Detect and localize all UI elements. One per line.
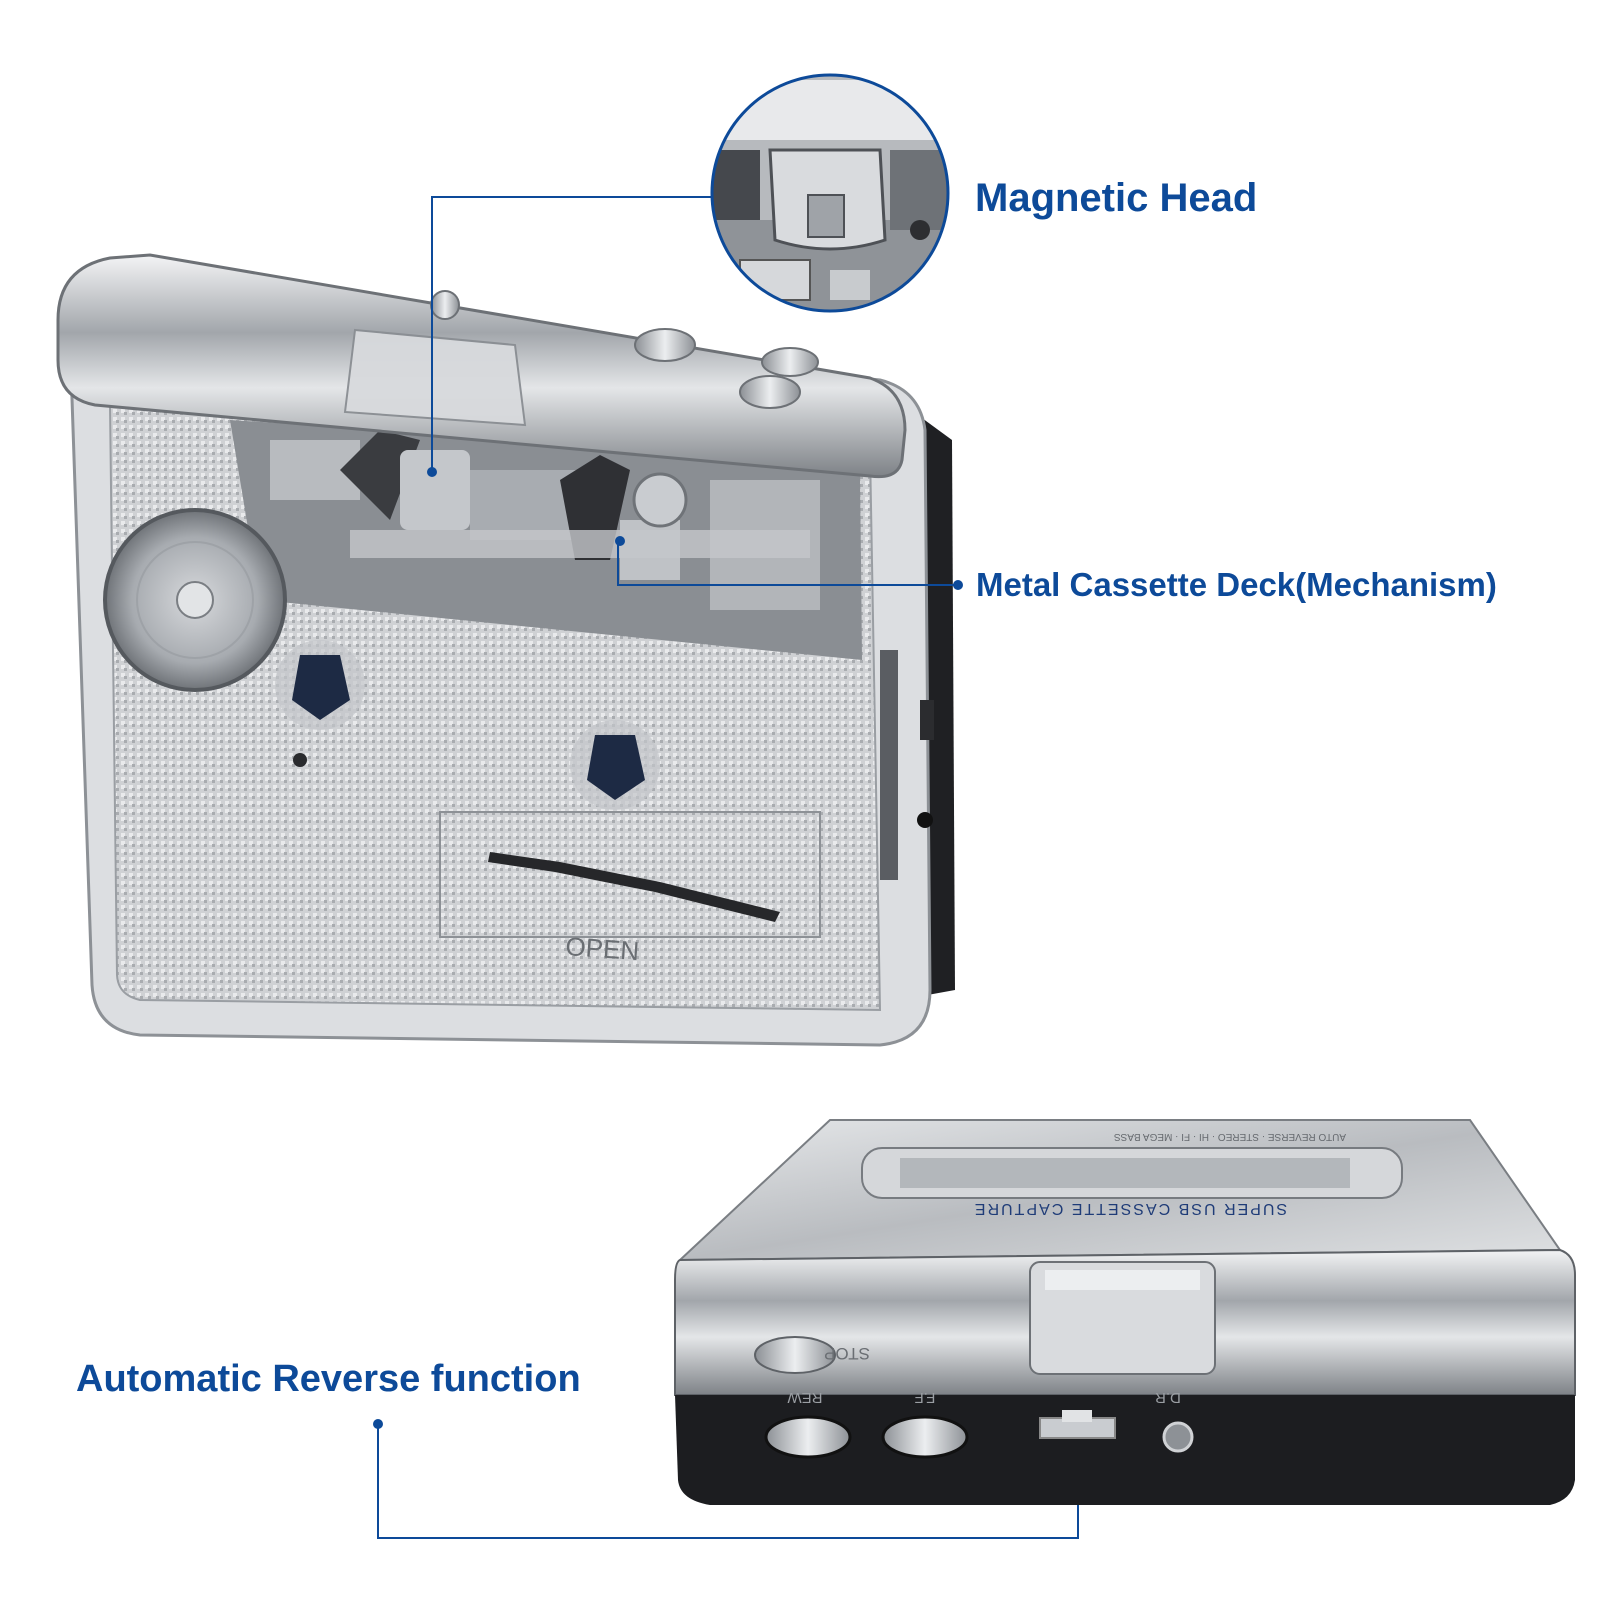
callout-dot-head <box>427 467 437 477</box>
magnetic-head-zoom <box>710 73 950 313</box>
rew-button-top <box>739 375 801 409</box>
callout-auto-reverse: Automatic Reverse function <box>76 1358 581 1400</box>
play-slider <box>343 328 527 427</box>
stop-button <box>754 1336 836 1374</box>
callout-dot-reverse <box>373 1419 383 1429</box>
ff-button-label: F.F <box>915 1389 936 1406</box>
cassette-player-top-view: OPEN <box>56 253 955 1047</box>
volume-wheel <box>880 650 898 880</box>
reel-spindle-left <box>275 640 365 730</box>
stop-button-label: STOP <box>824 1344 870 1363</box>
open-label: OPEN <box>565 931 641 966</box>
reel-spindle-right <box>570 720 660 810</box>
rew-button-label: REW <box>787 1389 823 1406</box>
callout-dot-deck <box>615 536 625 546</box>
callout-cassette-deck: Metal Cassette Deck(Mechanism) <box>976 566 1497 603</box>
front-feature-text: AUTO REVERSE · STEREO · HI · FI · MEGA B… <box>1114 1131 1346 1142</box>
callout-dot-deck-end <box>953 580 963 590</box>
dir-button <box>1162 1421 1194 1453</box>
rew-button <box>764 1415 852 1459</box>
front-brand-text: SUPER USB CASSETTE CAPTURE <box>973 1200 1287 1217</box>
ff-button <box>881 1415 969 1459</box>
cassette-player-front-view: AUTO REVERSE · STEREO · HI · FI · MEGA B… <box>674 1119 1576 1505</box>
stop-button-top <box>634 328 696 362</box>
metal-mechanism <box>270 430 820 610</box>
small-switch <box>430 290 460 320</box>
callout-magnetic-head: Magnetic Head <box>975 176 1258 220</box>
dir-label: D.R <box>1155 1389 1181 1406</box>
ff-button-top <box>761 347 819 377</box>
